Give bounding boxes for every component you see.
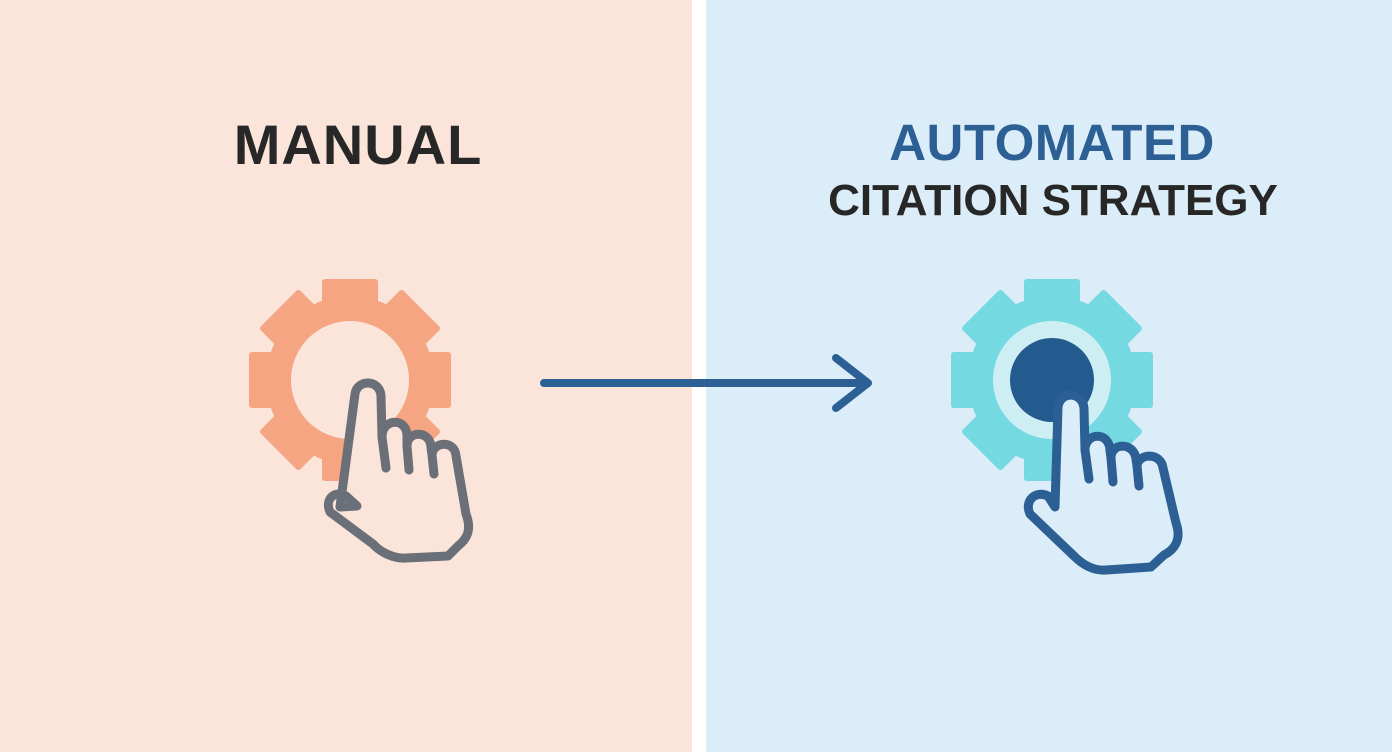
manual-title: MANUAL <box>233 113 483 176</box>
manual-gear-hand-icon <box>230 272 520 582</box>
manual-hand-pointer-icon <box>324 378 474 563</box>
panel-divider <box>692 0 706 752</box>
automated-gear-hand-icon <box>932 272 1202 582</box>
arrow-right-icon <box>536 350 880 416</box>
automated-title: AUTOMATED <box>889 114 1215 171</box>
automated-hand-pointer-icon <box>1023 390 1183 575</box>
citation-strategy-subtitle: CITATION STRATEGY <box>828 176 1278 225</box>
